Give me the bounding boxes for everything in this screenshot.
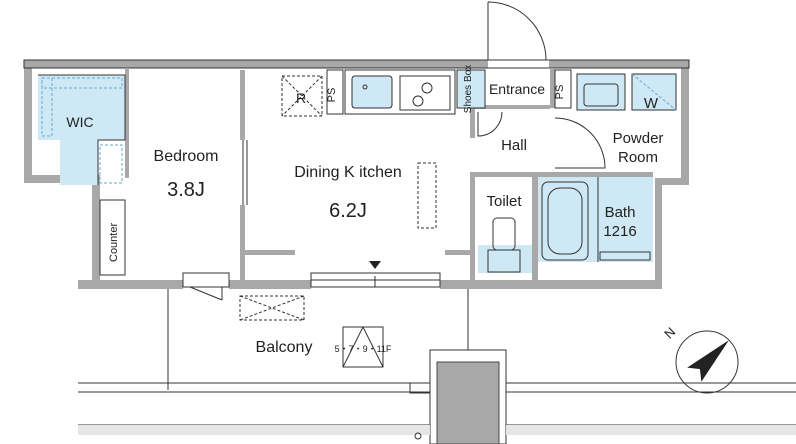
bedroom-window [182,272,230,301]
entrance-label: Entrance [489,81,545,97]
balcony-area [78,289,796,444]
north-arrow-icon [687,340,729,382]
ps-left-label: PS [326,88,338,103]
powder-door-swing [554,117,606,169]
toilet-fixture [478,217,532,273]
entrance-door [487,1,547,61]
north-label: N [661,324,678,341]
burner-icon [421,82,433,94]
shoes-box-label: Shoes Box [463,65,474,113]
balcony-floors-label: 5・7・9・11F [335,344,392,354]
toilet-label: Toilet [486,193,522,210]
ps-right-label: PS [554,85,566,100]
compass [675,330,739,394]
bath-label: Bath [605,204,636,221]
washer-label: W [644,95,659,112]
bathtub [538,177,653,262]
shoes-box [457,70,485,108]
dining-window [310,272,441,288]
wic-label: WIC [66,114,93,130]
hall-door-swing [477,111,503,137]
powder-room-label-1: Powder [613,130,664,147]
bedroom-size-label: 3.8J [167,179,205,201]
bedroom-label: Bedroom [154,148,219,165]
refrigerator-label: R [296,90,306,106]
dining-kitchen-label: Dining K itchen [294,164,402,181]
hall-label: Hall [501,137,527,154]
entry-arrow-icon [369,261,381,269]
balcony-label: Balcony [256,339,313,356]
walk-in-closet [38,74,126,185]
counter-label: Counter [108,223,120,262]
sliding-door-bedroom [242,140,248,205]
washer [576,73,677,111]
bath-size-label: 1216 [603,223,636,240]
storage-dashed [417,162,437,229]
kitchen [281,69,572,117]
dining-kitchen-size-label: 6.2J [329,200,367,222]
powder-room-label-2: Room [618,149,658,166]
burner-icon [412,95,424,107]
interior-walls [125,68,653,280]
counter [99,199,126,276]
